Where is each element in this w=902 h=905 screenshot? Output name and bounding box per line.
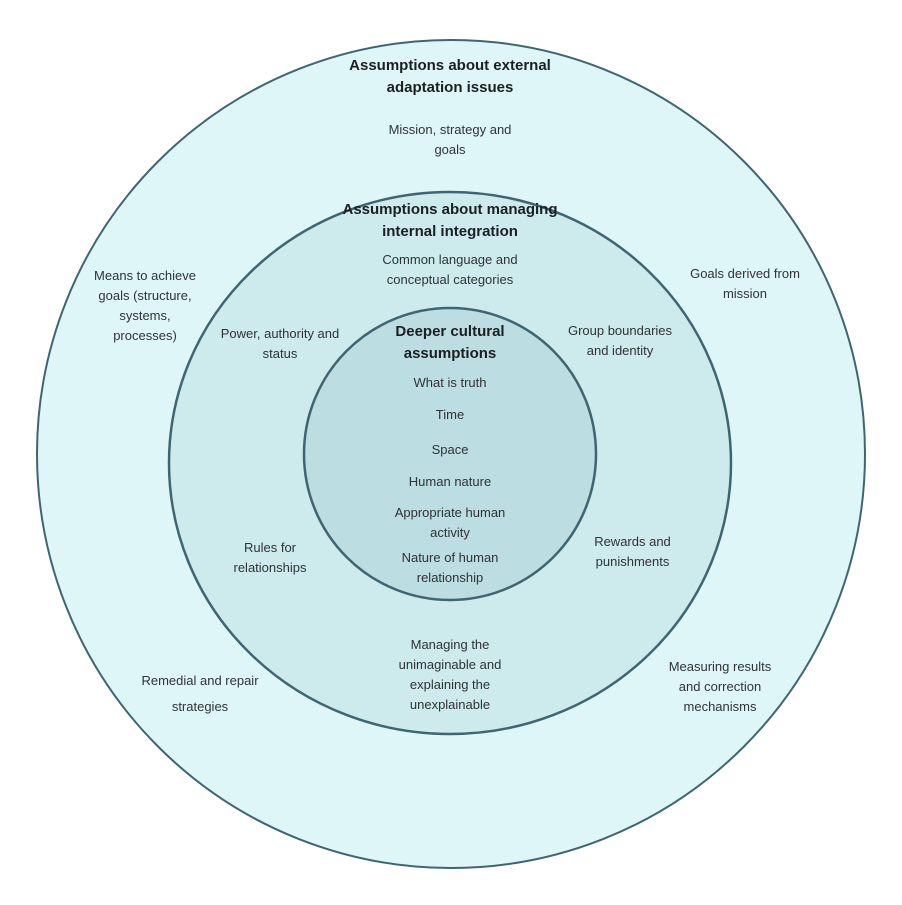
- outer-item-goals-derived-from-mission: Goals derived from mission: [690, 266, 800, 301]
- outer-item-remedial-repair-strategies: Remedial and repair strategies: [141, 673, 259, 714]
- middle-item-managing-unimaginable: Managing the unimaginable and explaining…: [398, 637, 502, 712]
- inner-item-what-is-truth: What is truth: [413, 375, 487, 390]
- inner-item-time: Time: [435, 407, 465, 422]
- middle-item-rewards-punishments: Rewards and punishments: [594, 534, 671, 569]
- outer-item-means-to-achieve-goals: Means to achieve goals (structure, syste…: [94, 268, 196, 343]
- inner-circle-title: Deeper cultural assumptions: [395, 323, 505, 362]
- middle-item-power-authority-status: Power, authority and status: [220, 326, 340, 361]
- outer-item-mission-strategy-goals: Mission, strategy and goals: [388, 122, 512, 157]
- middle-item-group-boundaries: Group boundaries and identity: [567, 323, 673, 358]
- middle-item-common-language: Common language and conceptual categorie…: [382, 252, 518, 287]
- middle-item-rules-for-relationships: Rules for relationships: [233, 540, 307, 575]
- middle-ring-title: Assumptions about managing internal inte…: [342, 201, 558, 240]
- inner-item-appropriate-human-activity: Appropriate human activity: [394, 505, 506, 540]
- outer-item-measuring-results: Measuring results and correction mechani…: [668, 659, 772, 714]
- inner-item-space: Space: [431, 442, 469, 457]
- inner-circle-deeper-assumptions: [302, 306, 598, 602]
- inner-item-human-nature: Human nature: [408, 474, 492, 489]
- outer-ring-title: Assumptions about external adaptation is…: [349, 57, 551, 96]
- inner-item-nature-of-human-relationship: Nature of human relationship: [401, 550, 499, 585]
